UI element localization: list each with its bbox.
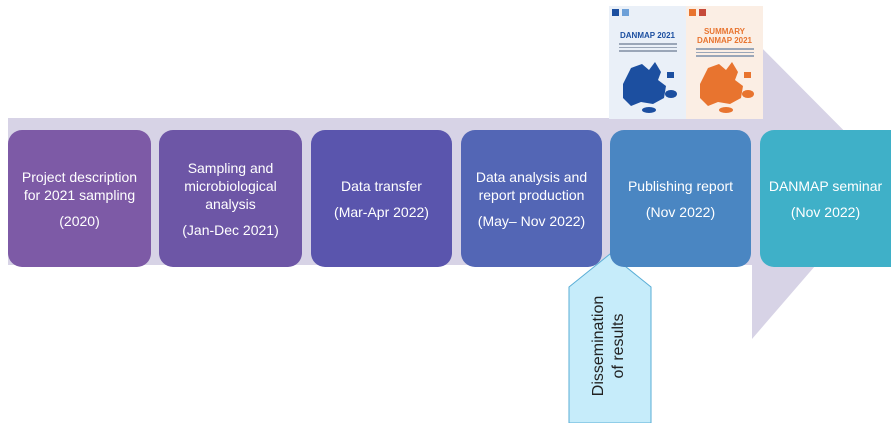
step-label: Data transfer bbox=[341, 177, 422, 194]
step-data-analysis: Data analysis and report production (May… bbox=[461, 130, 602, 267]
step-label: Sampling and microbiological analysis bbox=[184, 159, 277, 212]
step-period: (May– Nov 2022) bbox=[477, 212, 586, 229]
step-label: Publishing report bbox=[627, 177, 734, 194]
step-publishing-report: Publishing report (Nov 2022) bbox=[610, 130, 751, 267]
step-sampling-analysis: Sampling and microbiological analysis (J… bbox=[159, 130, 302, 267]
denmark-map-blue-icon bbox=[623, 62, 677, 113]
step-period: (2020) bbox=[59, 212, 100, 229]
step-label: Data analysis and report production bbox=[475, 168, 588, 203]
step-label: DANMAP seminar bbox=[768, 177, 883, 194]
callout-line-2: of results bbox=[610, 314, 627, 379]
callout-line-1: Dissemination bbox=[590, 296, 607, 396]
cover-summary-line-2: DANMAP 2021 bbox=[697, 36, 752, 45]
danmap-summary-cover: SUMMARY DANMAP 2021 bbox=[686, 6, 763, 119]
danmap-report-cover: DANMAP 2021 bbox=[609, 6, 686, 119]
step-period: (Nov 2022) bbox=[645, 203, 716, 220]
denmark-map-orange-icon bbox=[700, 62, 754, 113]
step-period: (Nov 2022) bbox=[790, 203, 861, 220]
cover-summary-line-1: SUMMARY bbox=[703, 27, 746, 36]
step-project-description: Project description for 2021 sampling (2… bbox=[8, 130, 151, 267]
dissemination-callout-shape bbox=[568, 253, 652, 423]
cover-title: DANMAP 2021 bbox=[620, 31, 675, 40]
step-period: (Mar-Apr 2022) bbox=[334, 203, 429, 220]
step-data-transfer: Data transfer (Mar-Apr 2022) bbox=[311, 130, 452, 267]
step-label: Project description for 2021 sampling bbox=[21, 168, 138, 203]
step-period: (Jan-Dec 2021) bbox=[182, 221, 279, 238]
step-danmap-seminar: DANMAP seminar (Nov 2022) bbox=[760, 130, 891, 267]
